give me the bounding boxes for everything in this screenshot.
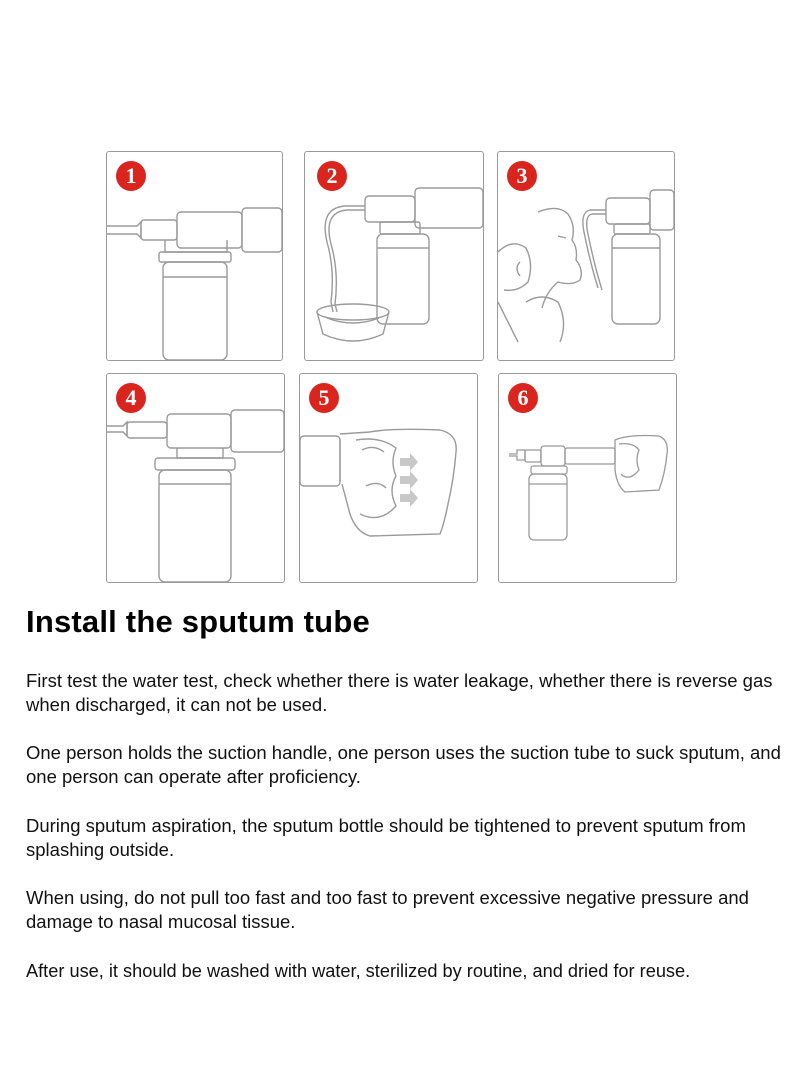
instruction-paragraph-2: One person holds the suction handle, one… [26, 742, 781, 787]
step-3-panel: 3 [497, 151, 675, 361]
step-4-illustration [107, 409, 284, 582]
step-1-illustration [107, 207, 282, 360]
instruction-paragraph-5: After use, it should be washed with wate… [26, 961, 691, 981]
step-1-badge: 1 [116, 161, 146, 191]
step-4-panel: 4 [106, 373, 285, 583]
page-title: Install the sputum tube [26, 604, 370, 639]
step-5-panel: 5 [299, 373, 478, 583]
step-2-panel: 2 [304, 151, 484, 361]
step-4-badge: 4 [116, 383, 146, 413]
instruction-paragraph-4: When using, do not pull too fast and too… [26, 887, 749, 932]
step-3-badge: 3 [507, 161, 537, 191]
step-1-panel: 1 [106, 151, 283, 361]
step-3-illustration [498, 189, 674, 343]
instruction-paragraph-3: During sputum aspiration, the sputum bot… [26, 815, 746, 860]
step-2-illustration [316, 187, 483, 342]
step-5-illustration [300, 428, 457, 537]
step-5-badge: 5 [309, 383, 339, 413]
instruction-paragraph-1: First test the water test, check whether… [26, 670, 773, 715]
step-2-badge: 2 [317, 161, 347, 191]
step-6-badge: 6 [508, 383, 538, 413]
step-6-panel: 6 [498, 373, 677, 583]
step-6-illustration [509, 434, 668, 541]
